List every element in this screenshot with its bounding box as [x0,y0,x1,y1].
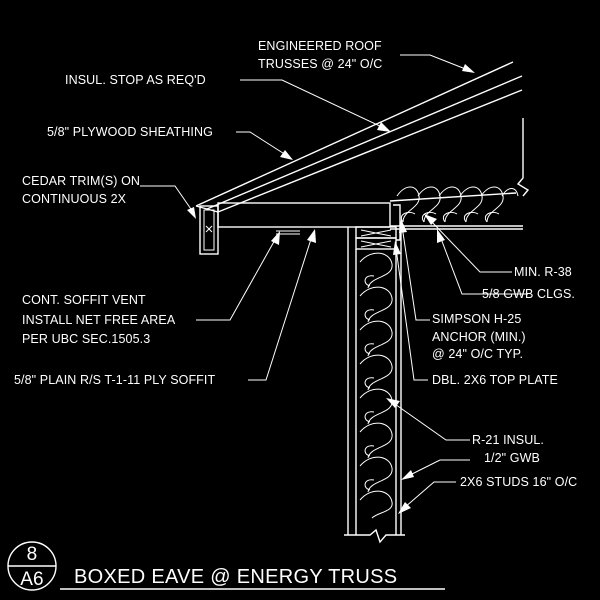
detail-number: 8 [27,544,38,565]
callout-studs: 2X6 STUDS 16" O/C [460,475,577,489]
top-plate [355,226,397,250]
wall-batt-insulation [359,252,393,519]
callout-soffit-vent-2: INSTALL NET FREE AREA [22,313,176,327]
callout-gwb-clgs: 5/8 GWB CLGS. [482,287,575,301]
callout-plywood-sheathing: 5/8" PLYWOOD SHEATHING [47,125,213,139]
callout-insul-stop: INSUL. STOP AS REQ'D [65,73,206,87]
leader-engineered-roof [400,54,475,73]
leader-ply-soffit [248,229,316,381]
leader-plywood-sheathing [236,131,293,160]
truss-bottom-chord [217,202,391,228]
callout-cedar-trim-1: CEDAR TRIM(S) ON [22,174,140,188]
callout-engineered-roof-2: TRUSSES @ 24" O/C [258,57,382,71]
leader-min-r38 [424,214,512,273]
leader-soffit-vent [196,231,280,321]
callout-simpson-1: SIMPSON H-25 [432,312,521,326]
sheet-number: A6 [20,569,43,590]
leader-studs [398,481,456,514]
callout-half-gwb: 1/2" GWB [484,451,540,465]
callout-cedar-trim-2: CONTINUOUS 2X [22,192,127,206]
callout-r21-insul: R-21 INSUL. [472,433,544,447]
ceiling-gwb [390,225,523,230]
wall-studs [347,227,402,535]
roof-break-line [516,118,530,197]
leader-half-gwb [401,459,470,480]
detail-title: BOXED EAVE @ ENERGY TRUSS [74,566,397,588]
leader-r21-insul [386,398,470,441]
ceiling-batt-insulation [389,186,519,223]
roof-truss-top-chord [195,61,523,213]
callout-ply-soffit: 5/8" PLAIN R/S T-1-11 PLY SOFFIT [14,373,215,387]
callout-soffit-vent-3: PER UBC SEC.1505.3 [22,332,150,346]
callout-top-plate: DBL. 2X6 TOP PLATE [432,373,558,387]
callout-soffit-vent-1: CONT. SOFFIT VENT [22,293,146,307]
leader-top-plate [393,241,428,381]
leader-simpson [399,219,430,321]
leader-cedar-trim [140,185,196,219]
callout-simpson-2: ANCHOR (MIN.) [432,330,526,344]
callout-min-r38: MIN. R-38 [514,265,572,279]
cedar-trim-fascia [199,205,219,255]
simpson-anchor [393,204,401,241]
leader-insul-stop [240,79,391,132]
callout-simpson-3: @ 24" O/C TYP. [432,347,523,361]
detail-badge [7,541,57,591]
callout-engineered-roof-1: ENGINEERED ROOF [258,39,382,53]
wall-break-line [344,528,405,544]
leader-gwb-clgs [437,229,528,295]
